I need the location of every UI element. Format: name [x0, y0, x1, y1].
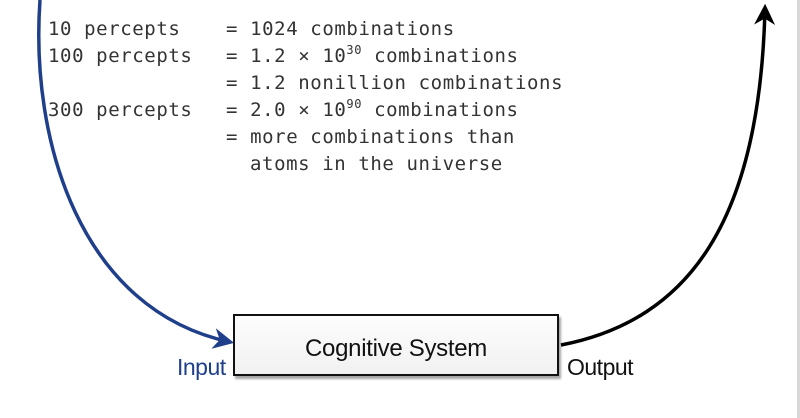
- input-arrow: [37, 0, 235, 349]
- equation-2-left: 100 percepts: [48, 45, 193, 67]
- equation-2-right: = 1.2 × 1030 combinations: [226, 43, 519, 67]
- equation-5-continuation: atoms in the universe: [250, 153, 503, 175]
- equation-4-left: 300 percepts: [48, 99, 193, 121]
- cognitive-system-box: Cognitive System: [233, 314, 559, 376]
- equation-1-left: 10 percepts: [48, 18, 181, 40]
- equation-4-right: = 2.0 × 1090 combinations: [226, 97, 519, 121]
- equation-5-right: = more combinations than: [226, 126, 515, 148]
- output-label: Output: [567, 354, 634, 380]
- cognitive-system-label: Cognitive System: [305, 335, 487, 362]
- equation-3-right: = 1.2 nonillion combinations: [226, 72, 564, 94]
- equation-1-right: = 1024 combinations: [226, 18, 455, 40]
- output-arrow: [560, 3, 776, 347]
- input-label: Input: [177, 354, 226, 380]
